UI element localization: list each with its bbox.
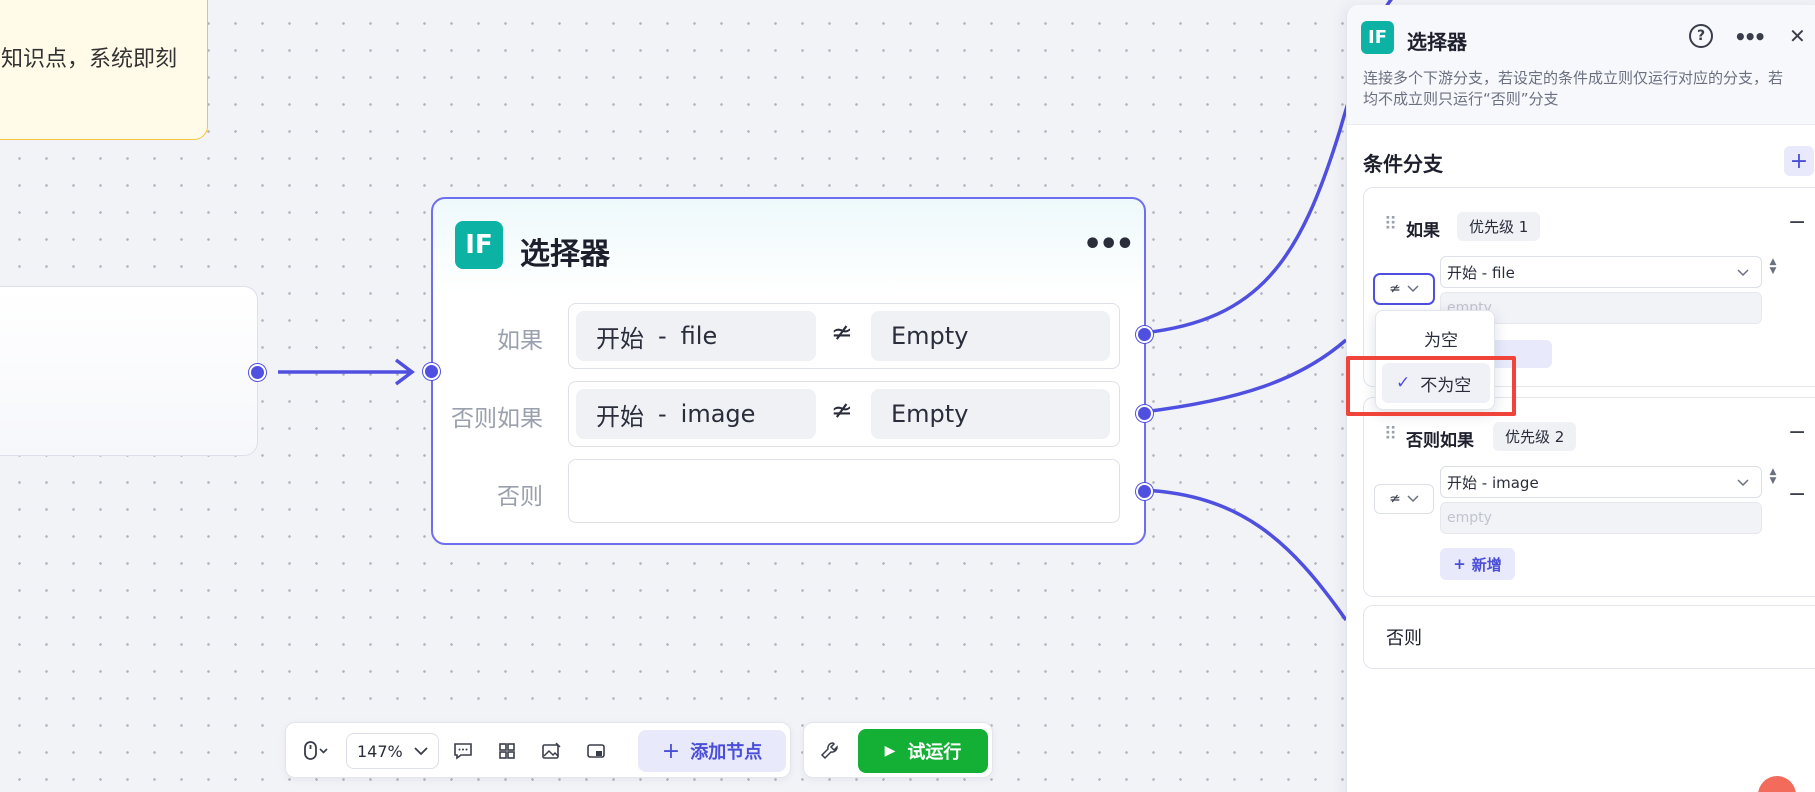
- drag-handle-icon[interactable]: ⠿: [1384, 214, 1397, 235]
- panel-if-badge-icon: IF: [1361, 21, 1394, 54]
- add-node-button[interactable]: + 添加节点: [638, 730, 786, 772]
- chevron-down-icon: [1407, 495, 1419, 503]
- elseif-output-port[interactable]: [1136, 405, 1153, 422]
- chip-value: Empty: [891, 322, 969, 350]
- help-glyph: ?: [1696, 28, 1706, 44]
- variable-select[interactable]: 开始 - image: [1440, 466, 1762, 498]
- mouse-icon[interactable]: [296, 739, 336, 763]
- if-badge-icon: IF: [455, 221, 503, 269]
- branch-label: 如果: [1406, 221, 1440, 241]
- node-title: 选择器: [520, 237, 610, 272]
- chip-value: Empty: [891, 400, 969, 428]
- zoom-value: 147%: [357, 741, 403, 761]
- help-icon[interactable]: ?: [1689, 24, 1713, 48]
- test-run-button[interactable]: ▶ 试运行: [858, 729, 988, 773]
- stepper-icon[interactable]: ▲▼: [1769, 257, 1777, 276]
- add-condition-label: 新增: [1471, 555, 1502, 574]
- condition-left-chip[interactable]: 开始 - file: [576, 311, 816, 361]
- avatar[interactable]: [1758, 776, 1796, 792]
- condition-right-chip[interactable]: Empty: [871, 389, 1110, 439]
- branch-label: 否则如果: [1406, 431, 1474, 451]
- priority-tag: 优先级 1: [1457, 212, 1541, 241]
- stepper-icon[interactable]: ▲▼: [1769, 467, 1777, 486]
- play-icon: ▶: [884, 743, 896, 759]
- condition-right-chip[interactable]: Empty: [871, 311, 1110, 361]
- condition-left-chip[interactable]: 开始 - image: [576, 389, 816, 439]
- panel-description-line2: 均不成立则只运行“否则”分支: [1363, 90, 1559, 108]
- remove-branch-icon[interactable]: −: [1788, 210, 1807, 235]
- run-toolbar: ▶ 试运行: [803, 722, 993, 778]
- image-icon[interactable]: [536, 737, 566, 765]
- chevron-down-icon: [1737, 269, 1749, 277]
- note-text: 知识点，系统即刻: [1, 47, 178, 72]
- panel-more-icon[interactable]: •••: [1734, 25, 1766, 49]
- note-card[interactable]: 知识点，系统即刻: [0, 0, 208, 140]
- chip-var: file: [680, 322, 718, 350]
- zoom-select[interactable]: 147%: [346, 733, 439, 769]
- row-label-elseif: 否则如果: [451, 406, 543, 432]
- chip-var: image: [680, 400, 756, 428]
- highlight-annotation: [1346, 356, 1516, 416]
- add-condition-button[interactable]: + 新增: [1440, 548, 1515, 580]
- else-output-port[interactable]: [1136, 483, 1153, 500]
- close-icon[interactable]: ✕: [1789, 24, 1806, 48]
- plus-icon: +: [661, 738, 681, 764]
- canvas-toolbar: 147% + 添加节点: [285, 722, 791, 778]
- selector-node[interactable]: IF 选择器 ••• 如果 开始 - file ≄ Empty 否则如果 开始 …: [431, 197, 1153, 545]
- remove-condition-icon[interactable]: −: [1788, 482, 1807, 507]
- operator-dropdown: 为空 ✓ 不为空: [1375, 310, 1495, 410]
- chip-source: 开始: [596, 324, 644, 353]
- comment-icon[interactable]: [448, 737, 478, 765]
- value-input[interactable]: empty: [1440, 502, 1762, 534]
- branch-card-elseif: ⠿ 否则如果 优先级 2 − − ≄ 开始 - image ▲▼ empty +…: [1363, 397, 1815, 597]
- variable-select[interactable]: 开始 - file: [1440, 256, 1762, 288]
- section-title-branches: 条件分支: [1363, 152, 1443, 176]
- panel-description-line1: 连接多个下游分支，若设定的条件成立则仅运行对应的分支，若: [1363, 69, 1784, 87]
- run-label: 试运行: [907, 742, 962, 763]
- remove-branch-icon[interactable]: −: [1788, 420, 1807, 445]
- operator-glyph: ≄: [1389, 281, 1401, 297]
- panel-title: 选择器: [1407, 30, 1467, 54]
- not-equal-icon: ≄: [831, 318, 853, 348]
- option-is-empty[interactable]: 为空: [1382, 319, 1490, 357]
- not-equal-icon: ≄: [831, 396, 853, 426]
- wrench-icon[interactable]: [816, 737, 844, 765]
- option-is-not-empty[interactable]: ✓ 不为空: [1382, 363, 1490, 403]
- selector-config-panel: IF 选择器 ? ••• ✕ 连接多个下游分支，若设定的条件成立则仅运行对应的分…: [1346, 5, 1815, 792]
- option-label: 为空: [1424, 330, 1458, 351]
- condition-box-if[interactable]: 开始 - file ≄ Empty: [568, 303, 1120, 369]
- selector-input-port[interactable]: [423, 363, 440, 380]
- condition-box-elseif[interactable]: 开始 - image ≄ Empty: [568, 381, 1120, 447]
- variable-value: 开始 - file: [1447, 263, 1515, 282]
- layout-icon[interactable]: [492, 737, 522, 765]
- minimap-icon[interactable]: [581, 737, 611, 765]
- chevron-down-icon: [1737, 479, 1749, 487]
- row-label-if: 如果: [497, 328, 543, 354]
- operator-select[interactable]: ≄: [1374, 274, 1434, 304]
- start-node-output-port[interactable]: [249, 364, 266, 381]
- drag-handle-icon[interactable]: ⠿: [1384, 424, 1397, 445]
- operator-glyph: ≄: [1389, 491, 1401, 507]
- chevron-down-icon: [414, 747, 428, 756]
- chip-sep: -: [658, 322, 667, 350]
- add-node-label: 添加节点: [690, 742, 763, 763]
- option-label: 不为空: [1420, 375, 1472, 396]
- condition-box-else[interactable]: [568, 459, 1120, 523]
- if-output-port[interactable]: [1136, 326, 1153, 343]
- priority-tag: 优先级 2: [1493, 422, 1577, 451]
- start-node[interactable]: [0, 286, 258, 456]
- check-icon: ✓: [1396, 373, 1411, 393]
- row-label-else: 否则: [497, 484, 543, 510]
- plus-icon: +: [1453, 555, 1466, 573]
- panel-header: [1347, 5, 1815, 125]
- variable-value: 开始 - image: [1447, 473, 1539, 492]
- operator-select[interactable]: ≄: [1374, 484, 1434, 514]
- chevron-down-icon: [1407, 285, 1419, 293]
- chip-source: 开始: [596, 402, 644, 431]
- else-branch-card: 否则: [1363, 605, 1815, 669]
- chip-sep: -: [658, 400, 667, 428]
- add-branch-button[interactable]: +: [1784, 146, 1814, 176]
- node-more-icon[interactable]: •••: [1083, 227, 1135, 262]
